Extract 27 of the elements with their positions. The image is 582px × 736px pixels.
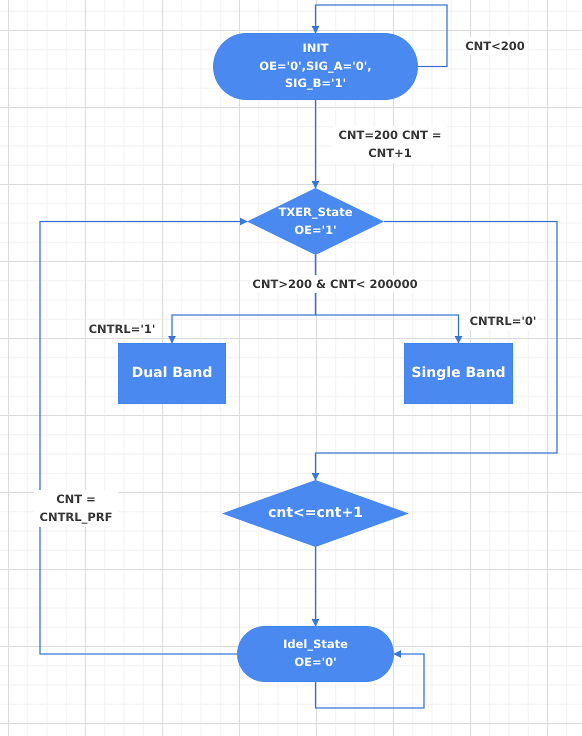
arrow bbox=[312, 547, 320, 627]
process-box bbox=[404, 343, 513, 404]
terminal-shape bbox=[237, 626, 394, 682]
arrow bbox=[312, 4, 448, 68]
node-text: OE='0' bbox=[294, 654, 337, 671]
node-text: Dual Band bbox=[132, 364, 212, 383]
decision-diamond bbox=[222, 480, 409, 547]
arrow bbox=[314, 255, 462, 344]
node-text: INIT bbox=[302, 40, 329, 57]
edge-label: CNT=200 CNT = CNT+1 bbox=[333, 126, 447, 163]
node-text: TXER_State bbox=[278, 204, 352, 221]
arrow bbox=[312, 100, 320, 189]
edge-label: CNT = CNTRL_PRF bbox=[34, 490, 118, 527]
arrow bbox=[312, 220, 558, 481]
node-text: Idel_State bbox=[283, 636, 348, 654]
condition-label: CNT>200 & CNT< 200000 bbox=[250, 275, 420, 294]
process-box bbox=[118, 343, 226, 404]
decision-diamond bbox=[247, 188, 384, 255]
node-text: Single Band bbox=[411, 364, 506, 383]
node-text: cnt<=cnt+1 bbox=[268, 504, 363, 523]
edge-label: CNTRL='1' bbox=[86, 320, 158, 338]
edge-label: CNTRL='0' bbox=[468, 312, 538, 330]
edge-label: CNT<200 bbox=[463, 37, 527, 56]
arrow bbox=[39, 218, 248, 655]
node-text: OE='0',SIG_A='0', SIG_B='1' bbox=[258, 58, 373, 92]
node-text: OE='1' bbox=[294, 222, 337, 238]
arrow bbox=[314, 650, 425, 709]
